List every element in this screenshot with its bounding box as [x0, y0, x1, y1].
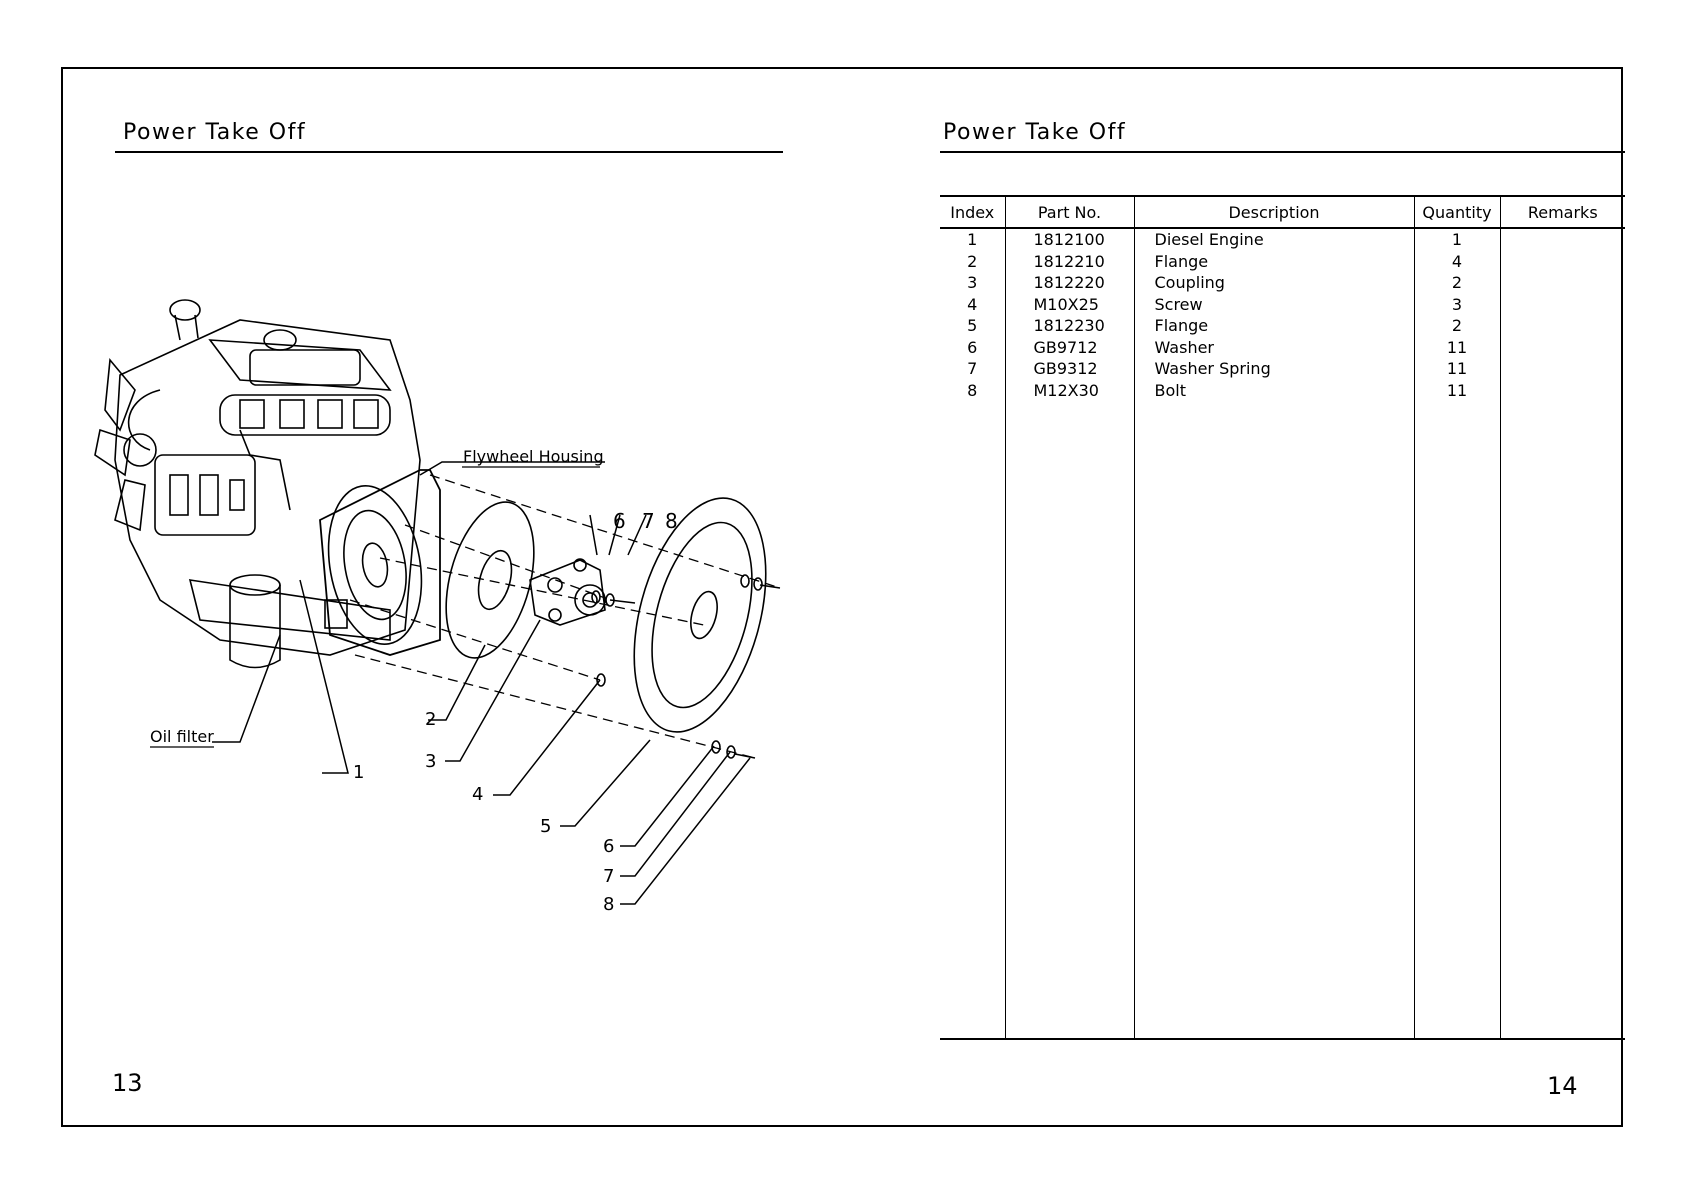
cell-remarks [1499, 293, 1625, 315]
cell-quantity: 11 [1413, 358, 1501, 380]
callout-8-bottom: 8 [603, 894, 614, 915]
callout-6-bottom: 6 [603, 836, 614, 857]
table-row: 3 1812220 Coupling 2 [940, 272, 1625, 294]
header-part-no: Part No. [1004, 195, 1135, 229]
cell-quantity: 2 [1413, 315, 1501, 337]
right-page-number: 14 [1547, 1072, 1578, 1100]
header-description: Description [1133, 195, 1415, 229]
cell-index: 4 [940, 293, 1006, 315]
cell-index: 3 [940, 272, 1006, 294]
cell-remarks [1499, 336, 1625, 358]
left-page-title: Power Take Off [123, 120, 307, 145]
cell-part-no: 1812230 [1004, 315, 1135, 337]
table-row: 8 M12X30 Bolt 11 [940, 379, 1625, 401]
cell-part-no: 1812100 [1004, 228, 1135, 251]
cell-description: Flange [1133, 315, 1415, 337]
oil-filter-drawing [229, 574, 281, 669]
cell-index: 2 [940, 250, 1006, 272]
cell-description: Diesel Engine [1133, 228, 1415, 251]
callout-4: 4 [472, 784, 483, 805]
cell-remarks [1499, 228, 1625, 251]
cell-remarks [1499, 250, 1625, 272]
cell-index: 7 [940, 358, 1006, 380]
right-title-rule [940, 151, 1625, 153]
cell-index: 5 [940, 315, 1006, 337]
cell-quantity: 2 [1413, 272, 1501, 294]
header-remarks: Remarks [1499, 195, 1625, 229]
parts-table-header: Index Part No. Description Quantity Rema… [940, 195, 1625, 229]
cell-quantity: 11 [1413, 379, 1501, 401]
cell-part-no: 1812220 [1004, 272, 1135, 294]
cell-remarks [1499, 379, 1625, 401]
cell-index: 1 [940, 228, 1006, 251]
flange-2-drawing [445, 501, 535, 659]
callout-flywheel-housing: Flywheel Housing [463, 447, 604, 466]
bolt-washer-drawings [591, 574, 781, 759]
table-row: 5 1812230 Flange 2 [940, 315, 1625, 337]
callout-leaders [212, 461, 751, 905]
cell-description: Flange [1133, 250, 1415, 272]
flange-5-drawing [633, 497, 767, 733]
cell-part-no: 1812210 [1004, 250, 1135, 272]
cell-remarks [1499, 358, 1625, 380]
callout-6-top: 6 [613, 509, 626, 533]
table-row: 2 1812210 Flange 4 [940, 250, 1625, 272]
cell-quantity: 1 [1413, 228, 1501, 251]
left-title-rule [115, 151, 783, 153]
table-row: 7 GB9312 Washer Spring 11 [940, 358, 1625, 380]
exploded-parts-diagram: Flywheel Housing Oil filter 1 2 3 4 5 6 … [94, 299, 781, 915]
cell-index: 6 [940, 336, 1006, 358]
parts-table: Index Part No. Description Quantity Rema… [940, 195, 1625, 1040]
cell-description: Bolt [1133, 379, 1415, 401]
cell-description: Washer [1133, 336, 1415, 358]
cell-index: 8 [940, 379, 1006, 401]
callout-7-top: 7 [642, 509, 655, 533]
callout-8-top: 8 [665, 509, 678, 533]
cell-description: Screw [1133, 293, 1415, 315]
cell-quantity: 3 [1413, 293, 1501, 315]
cell-part-no: GB9712 [1004, 336, 1135, 358]
table-row: 6 GB9712 Washer 11 [940, 336, 1625, 358]
cell-quantity: 4 [1413, 250, 1501, 272]
left-page-number: 13 [112, 1069, 143, 1097]
cell-quantity: 11 [1413, 336, 1501, 358]
cell-remarks [1499, 315, 1625, 337]
cell-description: Washer Spring [1133, 358, 1415, 380]
cell-description: Coupling [1133, 272, 1415, 294]
cell-part-no: M10X25 [1004, 293, 1135, 315]
assembly-lines [349, 474, 781, 759]
table-filler-row [940, 401, 1625, 1040]
callout-oil-filter: Oil filter [150, 727, 214, 746]
callout-5: 5 [540, 816, 551, 837]
callout-2: 2 [425, 709, 436, 730]
header-index: Index [940, 195, 1006, 229]
cell-part-no: GB9312 [1004, 358, 1135, 380]
callout-7-bottom: 7 [603, 866, 614, 887]
callout-3: 3 [425, 751, 436, 772]
cell-part-no: M12X30 [1004, 379, 1135, 401]
cell-remarks [1499, 272, 1625, 294]
table-row: 4 M10X25 Screw 3 [940, 293, 1625, 315]
diesel-engine-drawing [94, 299, 441, 656]
callout-1: 1 [353, 762, 364, 783]
callout-underlines [150, 466, 600, 748]
table-row: 1 1812100 Diesel Engine 1 [940, 228, 1625, 251]
header-quantity: Quantity [1413, 195, 1501, 229]
right-page-title: Power Take Off [943, 120, 1127, 145]
